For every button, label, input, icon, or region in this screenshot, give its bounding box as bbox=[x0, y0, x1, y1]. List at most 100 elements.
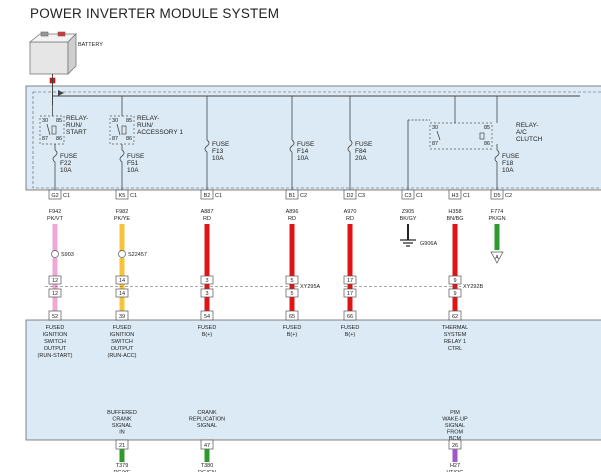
relay-run-acc-pin: 30 bbox=[112, 118, 118, 124]
fuse-symbol bbox=[119, 149, 125, 163]
wire-circuit-label: A887 bbox=[201, 209, 214, 215]
bottom-wire-label: DG/YE bbox=[113, 470, 130, 472]
fuse-label: 10A bbox=[212, 155, 224, 162]
bottom-wire-label: H27 bbox=[450, 463, 460, 469]
relay-run-start-coil bbox=[51, 125, 57, 135]
bottom-function-label: IN bbox=[119, 430, 125, 436]
module-pin-label: 62 bbox=[452, 314, 458, 320]
connector-pin-box bbox=[343, 189, 357, 200]
bottom-wire-label: VT/OG bbox=[446, 470, 463, 472]
fuse-symbol bbox=[204, 139, 210, 153]
module-pin-label: 66 bbox=[347, 314, 353, 320]
inline-connector-lower: 12 bbox=[52, 291, 58, 297]
relay-ac-clutch-label: A/C bbox=[516, 129, 527, 136]
module-function-label: FUSED bbox=[341, 325, 360, 331]
module-pin-label: 52 bbox=[52, 314, 58, 320]
relay-run-start-label: RUN/ bbox=[66, 122, 82, 129]
module-pin-label: 54 bbox=[204, 314, 210, 320]
relay-run-start-pin: 87 bbox=[42, 136, 48, 142]
relay-ac-clutch-pin: 30 bbox=[432, 125, 438, 131]
relay-run-acc-label: RELAY- bbox=[137, 115, 159, 122]
battery-side bbox=[67, 33, 77, 75]
relay-run-start-box bbox=[39, 115, 65, 145]
inline-connector-upper: 14 bbox=[119, 278, 125, 284]
bottom-function-label: SIGNAL bbox=[197, 423, 217, 429]
bottom-function-label: SIGNAL bbox=[445, 423, 465, 429]
splice-label: S903 bbox=[61, 252, 74, 258]
relay-ac-clutch-pin: 86 bbox=[484, 141, 490, 147]
module-pin-box bbox=[115, 310, 129, 321]
relay-ac-clutch-pin: 87 bbox=[432, 141, 438, 147]
battery-terminal-pos bbox=[57, 31, 66, 37]
connector-pin-box bbox=[401, 189, 415, 200]
module-function-label: IGNITION bbox=[43, 332, 67, 338]
module-function-label: B(+) bbox=[345, 332, 356, 338]
relay-run-start-label: START bbox=[66, 129, 87, 136]
relay-run-start-pin: 85 bbox=[56, 118, 62, 124]
fuse-label: FUSE bbox=[502, 153, 520, 160]
relay-run-acc-label: ACCESSORY 1 bbox=[137, 129, 183, 136]
continuation-label: A bbox=[495, 255, 499, 261]
module-box bbox=[25, 319, 601, 441]
relay-run-acc-pin: 87 bbox=[112, 136, 118, 142]
inline-connector-box bbox=[285, 288, 299, 298]
bottom-function-label: PIM bbox=[450, 410, 460, 416]
module-function-label: THERMAL bbox=[442, 325, 468, 331]
fuse-label: FUSE bbox=[60, 153, 78, 160]
wire-circuit-label: BN/BG bbox=[446, 216, 463, 222]
bottom-function-label: SIGNAL bbox=[112, 423, 132, 429]
bottom-wire-label: DG/GN bbox=[198, 470, 216, 472]
connector-id-label: C1 bbox=[130, 193, 137, 199]
bottom-function-label: BCM bbox=[449, 436, 462, 442]
module-pin-box bbox=[285, 310, 299, 321]
inline-connector-box bbox=[448, 275, 462, 285]
bottom-function-label: REPLICATION bbox=[189, 417, 225, 423]
connector-pin-box bbox=[490, 189, 504, 200]
relay-ac-clutch-label: CLUTCH bbox=[516, 136, 543, 143]
module-function-label: IGNITION bbox=[110, 332, 134, 338]
bottom-function-label: FROM bbox=[447, 430, 464, 436]
bottom-pin-label: 21 bbox=[119, 443, 125, 449]
connector-pin-box bbox=[200, 189, 214, 200]
wire-circuit-label: RD bbox=[288, 216, 296, 222]
connector-id-label: C3 bbox=[358, 193, 365, 199]
inline-connector-id: XY295A bbox=[300, 284, 321, 290]
module-function-label: SWITCH bbox=[111, 339, 133, 345]
module-function-label: (RUN-START) bbox=[38, 353, 73, 359]
fuse-label: F18 bbox=[502, 160, 514, 167]
relay-ac-clutch-coil bbox=[479, 132, 485, 140]
connector-id-label: C2 bbox=[300, 193, 307, 199]
inline-connector-box bbox=[285, 275, 299, 285]
module-function-label: FUSED bbox=[46, 325, 65, 331]
inline-connector-box bbox=[115, 288, 129, 298]
connector-pin-label: B2 bbox=[204, 193, 211, 199]
module-function-label: FUSED bbox=[113, 325, 132, 331]
fuse-label: 20A bbox=[355, 155, 367, 162]
inline-connector-lower: 17 bbox=[347, 291, 353, 297]
module-pin-label: 39 bbox=[119, 314, 125, 320]
wire-circuit-label: BK/GY bbox=[400, 216, 417, 222]
fuse-label: 10A bbox=[60, 167, 72, 174]
bottom-function-label: CRANK bbox=[112, 417, 132, 423]
module-function-label: SWITCH bbox=[44, 339, 66, 345]
inline-connector-box bbox=[448, 288, 462, 298]
fuse-label: 10A bbox=[127, 167, 139, 174]
fuse-label: F13 bbox=[212, 148, 224, 155]
inline-connector-upper: 9 bbox=[453, 278, 456, 284]
wire-circuit-label: PK/GN bbox=[488, 216, 505, 222]
wire-circuit-label: H358 bbox=[448, 209, 461, 215]
fuse-label: FUSE bbox=[297, 141, 315, 148]
module-function-label: FUSED bbox=[283, 325, 302, 331]
relay-run-start-label: RELAY- bbox=[66, 115, 88, 122]
relay-run-start-contact bbox=[46, 123, 51, 136]
module-function-label: RELAY 1 bbox=[444, 339, 466, 345]
splice-circle bbox=[118, 250, 126, 258]
fuse-label: F51 bbox=[127, 160, 139, 167]
module-function-label: CTRL bbox=[448, 346, 462, 352]
inline-connector-lower: 9 bbox=[453, 291, 456, 297]
inline-connector-upper: 12 bbox=[52, 278, 58, 284]
bus-arrow bbox=[58, 90, 64, 96]
page-continuation-arrow bbox=[490, 251, 504, 264]
fuse-label: 10A bbox=[297, 155, 309, 162]
inline-connector-upper: 5 bbox=[290, 278, 293, 284]
